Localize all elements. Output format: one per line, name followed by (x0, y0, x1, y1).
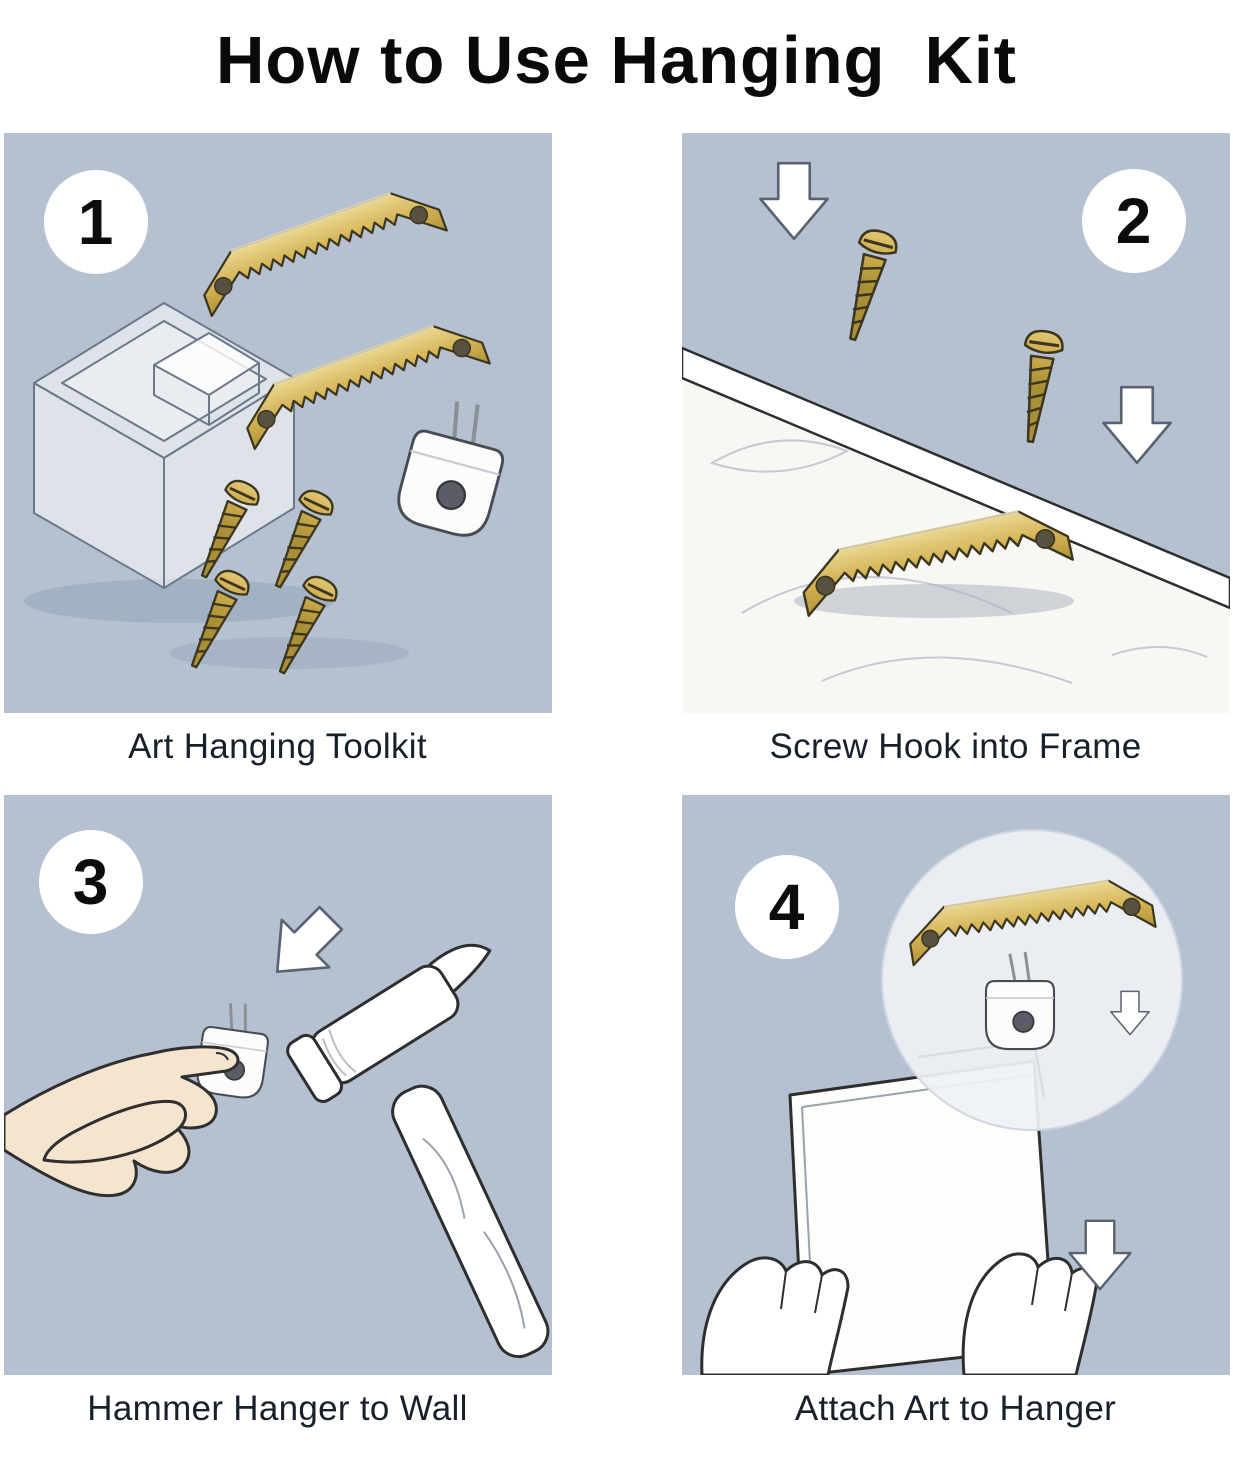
storage-box-icon (32, 302, 295, 589)
step-1-illustration (23, 178, 552, 682)
step-3-panel: 3 (3, 795, 552, 1375)
step-4-panel: 4 (681, 795, 1230, 1375)
hand-icon (961, 1252, 1098, 1375)
arrow-down-icon (758, 161, 829, 241)
step-2: 2 Screw Hook into Frame (681, 133, 1230, 769)
step-3-illustration (3, 893, 549, 1359)
step-2-panel: 2 (681, 133, 1230, 713)
arrow-down-icon (251, 893, 356, 997)
wood-grain (1111, 646, 1207, 658)
hammer-head (285, 943, 491, 1103)
step-4-caption: Attach Art to Hanger (794, 1389, 1117, 1428)
hand-icon (699, 1256, 849, 1375)
step-number: 1 (77, 186, 114, 258)
step-4: 4 Attach Art to Hanger (681, 795, 1230, 1431)
shadow (793, 584, 1074, 618)
magnifier-circle (880, 829, 1183, 1131)
wood-grain (709, 439, 849, 473)
hammer-icon (285, 943, 549, 1359)
step-3-caption: Hammer Hanger to Wall (87, 1389, 468, 1428)
step-2-caption: Screw Hook into Frame (769, 727, 1142, 766)
step-4-illustration (699, 829, 1183, 1375)
step-number: 2 (1115, 185, 1152, 257)
wood-grain (821, 656, 1072, 684)
plastic-hook-icon (392, 391, 515, 541)
sawtooth-hanger-icon (191, 178, 448, 318)
steps-grid: 1 Art Hanging Toolkit (0, 133, 1233, 1431)
step-2-illustration (681, 161, 1230, 713)
screw-icon (832, 225, 901, 346)
arrow-down-icon (1101, 385, 1172, 465)
step-1-panel: 1 (3, 133, 552, 713)
step-number-badge: 1 (43, 170, 148, 274)
shadow (23, 579, 334, 623)
page-title: How to Use Hanging Kit (216, 23, 1017, 98)
step-1-caption: Art Hanging Toolkit (128, 727, 427, 766)
step-number-badge: 2 (1081, 169, 1186, 273)
screw-icon (1009, 327, 1066, 446)
step-number: 4 (768, 871, 805, 943)
step-number: 3 (72, 846, 109, 918)
step-3: 3 Hammer Hanger to Wall (3, 795, 552, 1431)
step-number-badge: 3 (38, 830, 143, 934)
hand-icon (3, 1045, 239, 1198)
step-number-badge: 4 (734, 855, 839, 959)
hammer-handle (390, 1084, 549, 1359)
step-1: 1 Art Hanging Toolkit (3, 133, 552, 769)
